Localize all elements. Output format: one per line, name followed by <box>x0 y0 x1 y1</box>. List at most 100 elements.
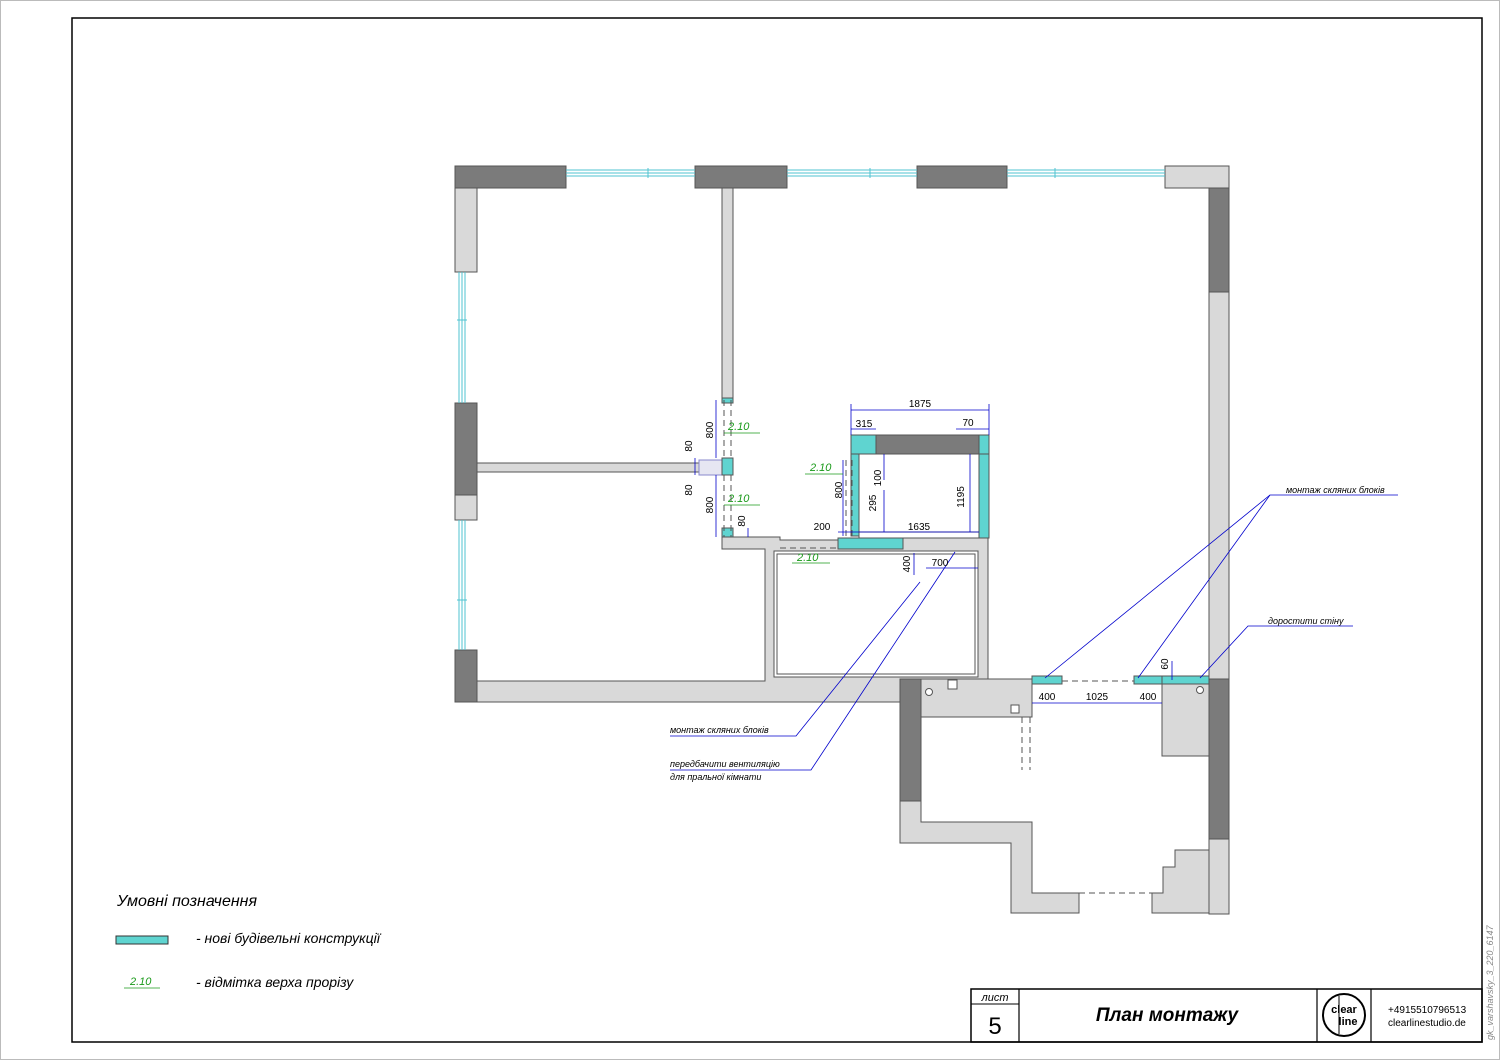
dim-400-vertical: 400 <box>902 555 913 572</box>
corridor-wall-left-dark <box>899 678 922 802</box>
dim-295: 295 <box>868 494 879 511</box>
annotations: монтаж скляних блоків доростити стіну мо… <box>670 485 1385 782</box>
drawing-frame <box>71 17 1483 1043</box>
laundry-room <box>773 550 979 678</box>
floor-plan <box>454 165 1230 915</box>
level-mark-lines <box>724 432 843 564</box>
dim-800-bottom: 800 <box>705 496 716 513</box>
lower-wall-right <box>1151 849 1210 914</box>
legend: Умовні позначення - нові будівельні конс… <box>115 893 382 990</box>
logo-clear: clear <box>1331 1004 1357 1016</box>
window-left-2 <box>457 520 467 650</box>
sheet-number: 5 <box>988 1013 1001 1040</box>
left-pier-1 <box>454 187 478 273</box>
left-pier-2 <box>454 402 478 496</box>
left-pier-4 <box>454 649 478 703</box>
vent-square-1 <box>947 679 958 690</box>
clearline-logo: clear line <box>1322 993 1366 1037</box>
dim-315: 315 <box>856 419 873 430</box>
note-glass-blocks-left: монтаж скляних блоків <box>670 725 769 735</box>
partition-horizontal-left <box>476 462 700 473</box>
right-pier-4 <box>1208 838 1230 915</box>
top-wall <box>454 165 1230 189</box>
lower-wall-left <box>899 800 1080 914</box>
vent-square-2 <box>1010 704 1020 714</box>
dim-700: 700 <box>932 558 949 569</box>
dimension-lines <box>694 400 1173 704</box>
dim-80-top: 80 <box>684 440 695 452</box>
logo-line: line <box>1339 1016 1358 1028</box>
new-wall-segment-c <box>721 397 734 404</box>
new-wall-nw <box>850 434 877 455</box>
dim-60: 60 <box>1160 658 1171 670</box>
corridor-wall-top <box>899 678 1033 718</box>
pier-4 <box>1164 165 1230 189</box>
legend-opening-top: - відмітка верха прорізу <box>196 974 354 990</box>
legend-heading: Умовні позначення <box>116 893 257 910</box>
dim-800-shower: 800 <box>834 481 845 498</box>
partition-vertical-top <box>721 187 734 399</box>
drawing-code: gk_varshavsky_3_220_6147 <box>1485 924 1495 1040</box>
pier-3 <box>916 165 1008 189</box>
dim-800-top: 800 <box>705 421 716 438</box>
dim-400-left: 400 <box>1039 692 1056 703</box>
contact-phone: +4915510796513 <box>1388 1005 1467 1016</box>
note-ventilation-1: передбачити вентиляцію <box>670 759 780 769</box>
level-mark-2: 2.10 <box>727 493 750 505</box>
dim-1025: 1025 <box>1086 692 1109 703</box>
laundry-inner-line <box>776 553 976 675</box>
dim-400-right: 400 <box>1140 692 1157 703</box>
dimension-labels: 1875 315 70 800 80 80 800 80 800 100 295… <box>684 399 1171 703</box>
pipe-1 <box>925 688 933 696</box>
dim-200: 200 <box>814 522 831 533</box>
note-ventilation-2: для пральної кімнати <box>670 772 761 782</box>
dim-1875: 1875 <box>909 399 932 410</box>
pipe-2 <box>1196 686 1204 694</box>
legend-new-structures: - нові будівельні конструкції <box>196 930 382 946</box>
level-marks: 2.10 2.10 2.10 2.10 <box>727 421 832 564</box>
legend-mark-sample: 2.10 <box>129 976 152 988</box>
window-top-1 <box>566 168 695 178</box>
pier-1 <box>454 165 567 189</box>
window-left-1 <box>457 272 467 403</box>
level-mark-4: 2.10 <box>796 552 819 564</box>
bathroom-block <box>476 434 990 703</box>
dim-1195: 1195 <box>956 486 967 508</box>
new-wall-east <box>978 453 990 539</box>
level-mark-3: 2.10 <box>809 462 832 474</box>
lower-right-block <box>899 675 1210 914</box>
drawing-title: План монтажу <box>1096 1005 1240 1026</box>
new-wall-segment-a <box>721 457 734 476</box>
leader-lines <box>670 494 1398 771</box>
left-pier-3 <box>454 494 478 521</box>
dashed-openings <box>723 400 1152 894</box>
pier-2 <box>694 165 788 189</box>
right-pier-3 <box>1208 678 1230 840</box>
legend-swatch-new <box>115 935 169 945</box>
window-top-3 <box>1007 168 1165 178</box>
right-pier-2 <box>1208 291 1230 680</box>
contact-website: clearlinestudio.de <box>1388 1018 1466 1029</box>
title-block <box>970 988 1483 1043</box>
existing-wall-top <box>875 434 980 455</box>
right-pier-1 <box>1208 187 1230 293</box>
new-wall-ne <box>978 434 990 455</box>
right-wall <box>1208 187 1230 915</box>
dim-100: 100 <box>873 469 884 486</box>
glass-block-1 <box>1031 675 1063 685</box>
level-mark-1: 2.10 <box>727 421 750 433</box>
note-extend-wall: доростити стіну <box>1268 616 1344 626</box>
new-wall-west <box>850 453 860 537</box>
title-block-frame <box>970 988 1483 1043</box>
new-wall-south <box>837 537 904 550</box>
doorway-filler <box>698 459 724 476</box>
dim-80-bottom: 80 <box>737 515 748 527</box>
window-top-2 <box>787 168 917 178</box>
dim-70: 70 <box>962 418 974 429</box>
left-wall <box>454 187 478 703</box>
wall-extension <box>1161 675 1210 685</box>
sheet-label: лист <box>981 992 1009 1004</box>
note-glass-blocks-right: монтаж скляних блоків <box>1286 485 1385 495</box>
dim-1635: 1635 <box>908 522 931 533</box>
